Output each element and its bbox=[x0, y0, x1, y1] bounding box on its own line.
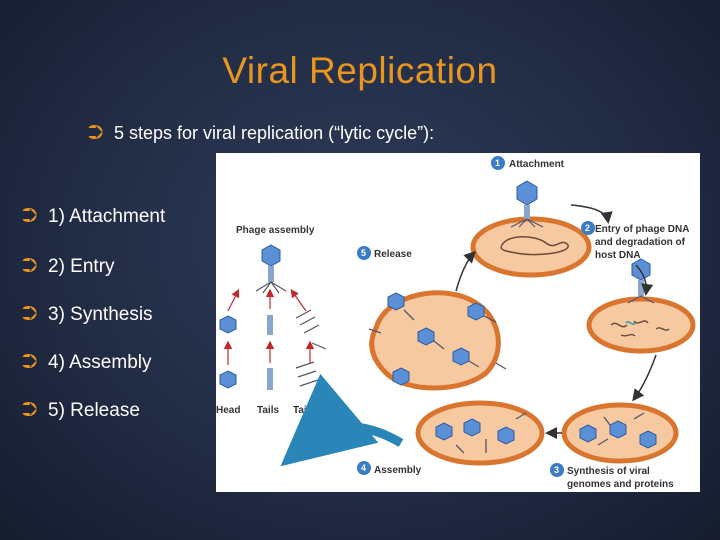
lytic-cycle-figure: 1 Attachment 2 Entry of phage DNA and de… bbox=[216, 153, 700, 492]
subtitle-text: 5 steps for viral replication (“lytic cy… bbox=[114, 123, 435, 143]
subtitle-bullet: ⮊ 5 steps for viral replication (“lytic … bbox=[88, 122, 434, 145]
phage-icon bbox=[627, 258, 655, 304]
step-number: 1 bbox=[495, 158, 500, 168]
phage-assembly-label: Phage assembly bbox=[236, 225, 315, 236]
head-icon bbox=[219, 370, 237, 389]
cycle-arrow bbox=[570, 204, 613, 224]
release-label: Release bbox=[374, 249, 412, 260]
step-item-assembly: ⮊ 4) Assembly bbox=[22, 351, 151, 374]
entry-label: Entry of phage DNA bbox=[595, 224, 689, 235]
step-text: 2) Entry bbox=[48, 255, 115, 277]
head-label: Head bbox=[216, 405, 240, 416]
step-item-entry: ⮊ 2) Entry bbox=[22, 255, 115, 278]
circle-arrow-bullet-icon: ⮊ bbox=[22, 303, 38, 325]
step-text: 3) Synthesis bbox=[48, 303, 153, 325]
head-icon bbox=[219, 315, 237, 334]
tail-icon bbox=[267, 368, 273, 390]
assembly-release-arrow bbox=[280, 373, 404, 467]
step-text: 4) Assembly bbox=[48, 351, 152, 373]
step-badge bbox=[550, 463, 564, 477]
tail-fibers-icon bbox=[295, 309, 327, 387]
step-4-label: 4 Assembly bbox=[357, 461, 422, 476]
step-text: 5) Release bbox=[48, 399, 140, 421]
cycle-arrow bbox=[635, 264, 654, 296]
step-item-synthesis: ⮊ 3) Synthesis bbox=[22, 303, 153, 326]
step-number: 4 bbox=[361, 463, 366, 473]
lytic-cycle-diagram: 1 Attachment 2 Entry of phage DNA and de… bbox=[216, 156, 696, 490]
circle-arrow-bullet-icon: ⮊ bbox=[88, 122, 104, 144]
tails-label: Tails bbox=[257, 405, 279, 416]
step-item-attachment: ⮊ 1) Attachment bbox=[22, 205, 165, 228]
cycle-arrow bbox=[455, 250, 477, 292]
synthesis-label: genomes and proteins bbox=[567, 479, 674, 490]
cell-release bbox=[368, 290, 507, 391]
phage-assembly-panel: Phage assembly Head Tails Tail fibers bbox=[216, 225, 340, 416]
tail-fibers-label: Tail fibers bbox=[293, 405, 340, 416]
step-number: 5 bbox=[361, 248, 366, 258]
circle-arrow-bullet-icon: ⮊ bbox=[22, 399, 38, 421]
step-text: 1) Attachment bbox=[48, 205, 166, 227]
step-badge bbox=[357, 246, 371, 260]
step-badge bbox=[491, 156, 505, 170]
cell-entry bbox=[586, 258, 696, 354]
entry-label: and degradation of bbox=[595, 237, 686, 248]
cell-assembly bbox=[415, 400, 545, 466]
circle-arrow-bullet-icon: ⮊ bbox=[22, 255, 38, 277]
cycle-arrow bbox=[632, 354, 657, 402]
entry-label: host DNA bbox=[595, 250, 641, 261]
step-number: 2 bbox=[585, 223, 590, 233]
step-number: 3 bbox=[554, 465, 559, 475]
slide-title: Viral Replication bbox=[222, 50, 498, 91]
tail-icon bbox=[267, 315, 273, 335]
circle-arrow-bullet-icon: ⮊ bbox=[22, 351, 38, 373]
step-5-label: 5 Release bbox=[357, 246, 412, 260]
synthesis-label: Synthesis of viral bbox=[567, 466, 650, 477]
attachment-label: Attachment bbox=[509, 159, 565, 170]
step-3-label: 3 Synthesis of viral genomes and protein… bbox=[550, 463, 674, 490]
cell-attachment bbox=[470, 180, 592, 278]
phage-icon bbox=[255, 244, 287, 294]
step-2-label: 2 Entry of phage DNA and degradation of … bbox=[581, 221, 689, 261]
phage-icon bbox=[510, 180, 544, 228]
circle-arrow-bullet-icon: ⮊ bbox=[22, 205, 38, 227]
step-badge bbox=[581, 221, 595, 235]
assembly-label: Assembly bbox=[374, 465, 422, 476]
step-item-release: ⮊ 5) Release bbox=[22, 399, 140, 422]
step-1-label: 1 Attachment bbox=[491, 156, 565, 170]
cell-synthesis bbox=[561, 402, 679, 464]
